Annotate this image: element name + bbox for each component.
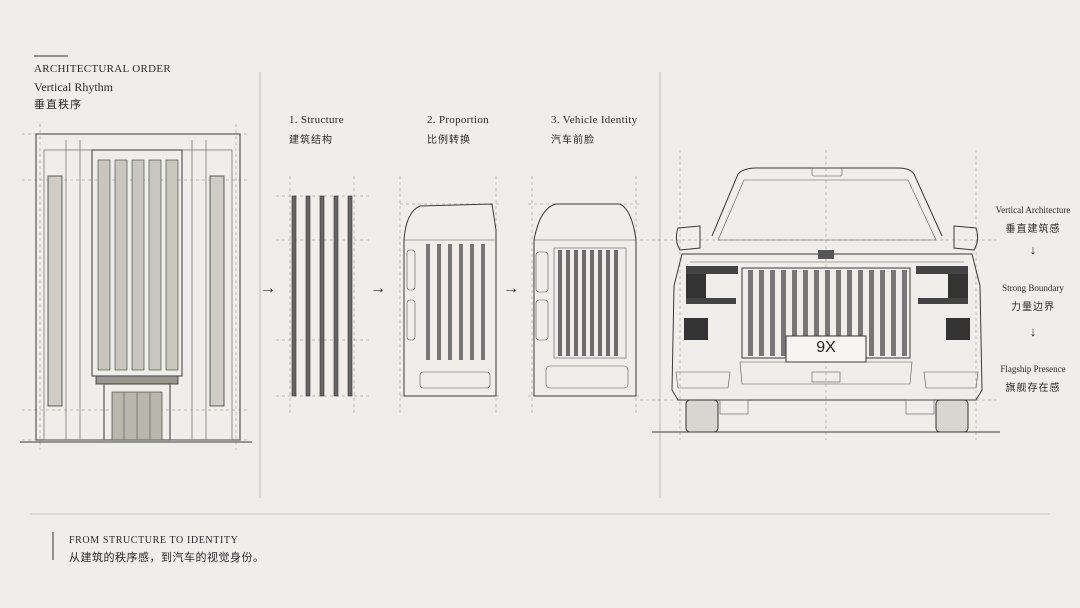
car-front-sketch xyxy=(640,150,1000,440)
step-1-label: 1. Structure xyxy=(289,114,344,126)
arrow-down-icon: ↓ xyxy=(1029,324,1037,339)
license-plate: 9X xyxy=(816,339,836,356)
arrow-right-icon: → xyxy=(503,280,519,297)
side-note-3: Flagship Presence xyxy=(1000,364,1066,374)
header-title: ARCHITECTURAL ORDER xyxy=(34,63,171,75)
step-2-label: 2. Proportion xyxy=(427,114,489,126)
step-2-label-cn: 比例转换 xyxy=(427,135,471,146)
header-subtitle-en: Vertical Rhythm xyxy=(34,80,113,94)
proportion-sketch xyxy=(399,176,500,414)
side-note-3-cn: 旗舰存在感 xyxy=(1005,383,1061,394)
step-3-label-cn: 汽车前脸 xyxy=(551,135,595,146)
arrow-right-icon: → xyxy=(260,280,276,297)
side-note-1: Vertical Architecture xyxy=(995,205,1071,215)
side-note-2-cn: 力量边界 xyxy=(1011,302,1055,313)
header-subtitle-cn: 垂直秩序 xyxy=(34,99,82,111)
footer-title: FROM STRUCTURE TO IDENTITY xyxy=(69,535,239,546)
step-3-label: 3. Vehicle Identity xyxy=(551,114,638,126)
side-note-2: Strong Boundary xyxy=(1002,283,1064,293)
arrow-right-icon: → xyxy=(370,280,386,297)
building-sketch xyxy=(20,124,252,450)
step-1-label-cn: 建筑结构 xyxy=(289,135,333,146)
structure-sketch xyxy=(276,176,372,414)
arrow-down-icon: ↓ xyxy=(1029,242,1037,257)
vehicle-identity-sketch xyxy=(528,176,640,414)
footer-text: 从建筑的秩序感，到汽车的视觉身份。 xyxy=(69,552,265,564)
side-note-1-cn: 垂直建筑感 xyxy=(1005,224,1061,235)
